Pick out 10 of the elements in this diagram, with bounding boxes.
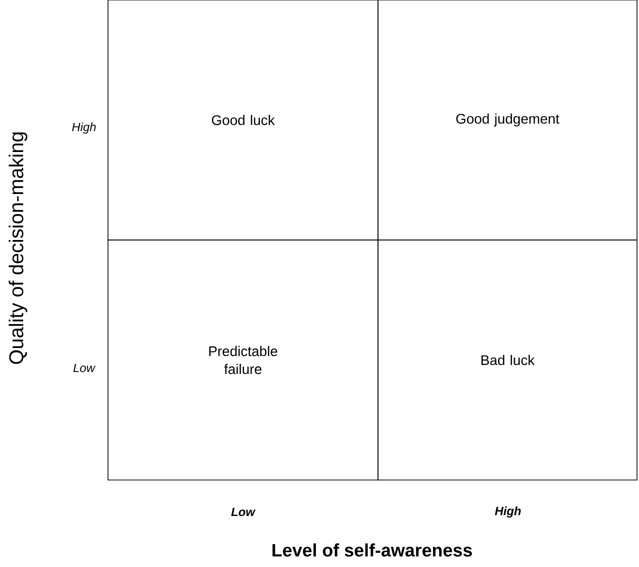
- y-axis-title: Quality of decision-making: [8, 132, 28, 364]
- quadrant-box: Bad luck: [378, 240, 638, 480]
- axis-level-label: Low: [73, 364, 96, 372]
- axis-level-label: Low: [231, 508, 256, 516]
- quadrant-box: Good luck: [108, 0, 378, 240]
- quadrant-box: Good judgement: [378, 0, 638, 240]
- axis-level-label: High: [494, 506, 521, 518]
- axis-level-label: High: [72, 122, 96, 134]
- x-axis-title: Level of self-awareness: [272, 543, 472, 557]
- quadrant-box: Predictable failure: [108, 240, 378, 480]
